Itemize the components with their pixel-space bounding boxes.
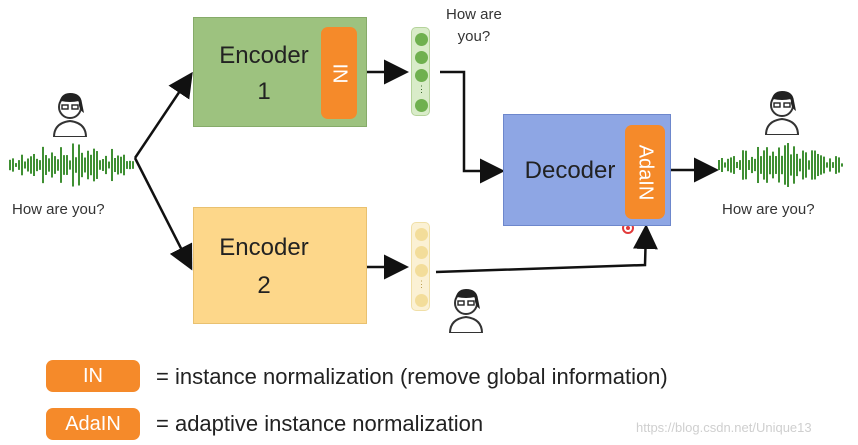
legend-in-text: = instance normalization (remove global … — [156, 364, 668, 389]
vector-ellipsis: ⋮ — [417, 84, 426, 94]
instance-norm-tag: IN — [321, 27, 357, 119]
vector-dot — [415, 51, 428, 64]
input-caption: How are you? — [12, 201, 105, 218]
decoder-box: Decoder AdaIN — [503, 114, 671, 226]
decoder-title: Decoder — [524, 157, 616, 184]
vector-dot — [415, 99, 428, 112]
person-icon — [764, 91, 800, 135]
encoder-2-number: 2 — [257, 272, 271, 299]
encoder-1-box: Encoder 1 IN — [193, 17, 367, 127]
legend-adain-text: = adaptive instance normalization — [156, 411, 484, 436]
legend-adain-tag: AdaIN — [46, 408, 140, 440]
person-icon — [448, 289, 484, 333]
person-icon — [52, 93, 88, 137]
instance-norm-tag-label: IN — [328, 63, 351, 83]
split-arrow-to-encoder2 — [133, 157, 193, 271]
output-waveform-icon — [718, 143, 843, 187]
vector-dot — [415, 69, 428, 82]
speaker-vector: ⋮ — [411, 222, 430, 311]
content-vector-caption: How are you? — [446, 6, 502, 45]
content-vector: ⋮ — [411, 27, 430, 116]
vector-dot — [415, 294, 428, 307]
legend-in-tag: IN — [46, 360, 140, 392]
adain-tag-label: AdaIN — [634, 144, 657, 200]
arrow-vector2-to-decoder — [435, 224, 658, 274]
encoder-2-title: Encoder — [219, 234, 309, 261]
encoder-2-box: Encoder 2 — [193, 207, 367, 324]
vector-ellipsis: ⋮ — [417, 279, 426, 289]
watermark: https://blog.csdn.net/Unique13 — [636, 420, 812, 435]
vector-dot — [415, 264, 428, 277]
encoder-1-number: 1 — [257, 78, 271, 105]
vector-dot — [415, 228, 428, 241]
encoder-1-title: Encoder — [219, 42, 309, 69]
vector-dot — [415, 246, 428, 259]
input-waveform-icon — [9, 143, 134, 187]
adain-tag: AdaIN — [625, 125, 665, 219]
split-arrow-to-encoder1 — [133, 71, 193, 159]
output-caption: How are you? — [722, 201, 815, 218]
vector-dot — [415, 33, 428, 46]
arrow-vector1-to-decoder — [440, 70, 505, 184]
